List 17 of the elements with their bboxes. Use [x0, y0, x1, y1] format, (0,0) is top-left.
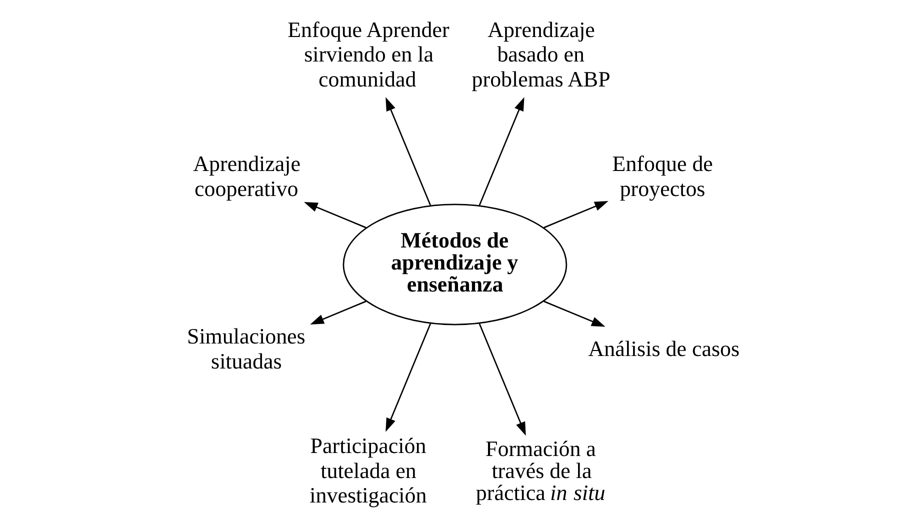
node-ellipse: Métodos de aprendizaje y enseñanza [342, 204, 567, 326]
arrow [385, 97, 431, 206]
arrow [478, 97, 524, 206]
node-text: Formación a través de la práctica in situ [475, 436, 605, 505]
arrow [478, 323, 526, 436]
arrow [385, 323, 431, 432]
arrow [303, 202, 366, 228]
node-text: Aprendizaje cooperativo [192, 151, 300, 201]
node-text: Aprendizaje basado en problemas ABP [471, 16, 610, 92]
node-text: Participación tutelada en investigación [309, 433, 426, 508]
node-text: Enfoque de proyectos [612, 151, 712, 201]
node-text: Simulaciones situadas [186, 324, 305, 374]
node-text: Enfoque Aprender sirviendo en la comunidad [287, 16, 449, 92]
arrow [310, 300, 366, 324]
node-text: Análisis de casos [588, 336, 740, 361]
arrow [543, 200, 608, 228]
arrow [543, 300, 605, 327]
